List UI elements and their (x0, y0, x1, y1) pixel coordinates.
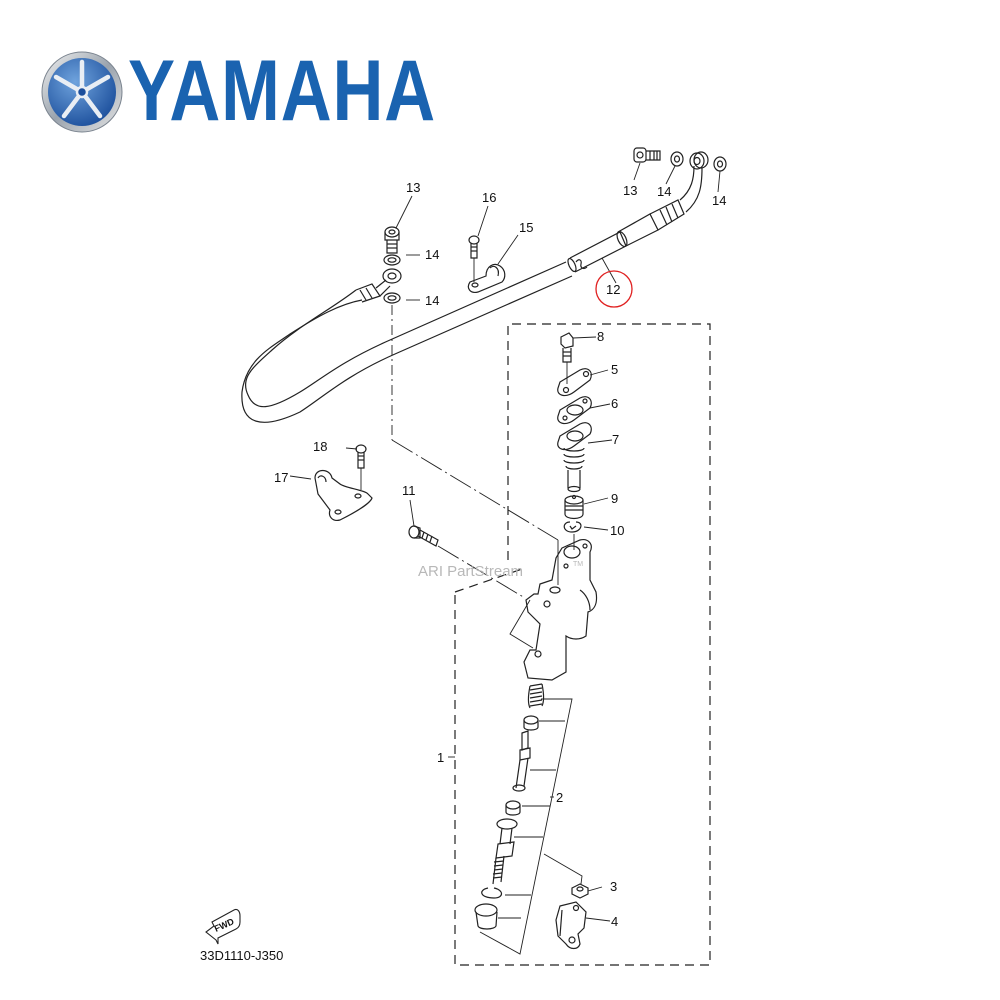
assembly-boundary (454, 323, 711, 966)
assembly-leader-lines (391, 305, 559, 649)
callout-6[interactable]: 6 (611, 396, 618, 411)
part-11-bolt[interactable] (408, 525, 439, 547)
fwd-arrow-icon: FWD (205, 908, 241, 945)
callout-9[interactable]: 9 (611, 491, 618, 506)
part-18-screw[interactable] (355, 444, 367, 490)
callout-12[interactable]: 12 (606, 282, 620, 297)
part-14-washer-right-a[interactable] (670, 151, 684, 167)
master-cylinder-body[interactable] (523, 539, 598, 681)
callout-18[interactable]: 18 (313, 439, 327, 454)
highlight-circle-12 (595, 270, 633, 308)
callout-5[interactable]: 5 (611, 362, 618, 377)
callout-13-left[interactable]: 13 (406, 180, 420, 195)
part-4-clevis[interactable] (555, 901, 587, 950)
callout-13-right[interactable]: 13 (623, 183, 637, 198)
part-13-banjo-bolt-right[interactable] (633, 147, 661, 163)
part-14-banjo-eye-right[interactable] (689, 151, 709, 170)
part-2-piston-kit[interactable] (474, 683, 545, 930)
kit-bracket-lines (479, 698, 583, 955)
watermark-tm: TM (573, 561, 583, 568)
callout-14-left-a[interactable]: 14 (425, 247, 439, 262)
hose-break-mark (575, 259, 588, 270)
part-14-banjo-eye-left[interactable] (382, 268, 402, 284)
callout-4[interactable]: 4 (611, 914, 618, 929)
part-15-hose-clamp[interactable] (467, 263, 506, 293)
part-12-brake-hose[interactable] (241, 165, 703, 423)
diagram-code: 33D1110-J350 (200, 948, 284, 963)
callout-14-left-b[interactable]: 14 (425, 293, 439, 308)
part-5-reservoir-cap[interactable] (557, 368, 592, 397)
callout-11[interactable]: 11 (402, 483, 416, 498)
part-14-washer-right-b[interactable] (713, 156, 727, 172)
callout-14-right-b[interactable]: 14 (712, 193, 726, 208)
part-17-clamp-bracket[interactable] (314, 469, 373, 521)
watermark: ARI PartStream (418, 563, 523, 580)
part-10-circlip[interactable] (563, 521, 582, 550)
callout-16[interactable]: 16 (482, 190, 496, 205)
callout-8[interactable]: 8 (597, 329, 604, 344)
callout-3[interactable]: 3 (610, 879, 617, 894)
part-13-banjo-bolt-left[interactable] (384, 226, 400, 254)
callout-15[interactable]: 15 (519, 220, 533, 235)
callout-1[interactable]: 1 (437, 750, 444, 765)
part-16-screw[interactable] (468, 235, 480, 282)
callout-leaders (289, 162, 721, 922)
callout-7[interactable]: 7 (612, 432, 619, 447)
part-6-diaphragm-plate[interactable] (557, 396, 592, 425)
part-9-reservoir-cup[interactable] (564, 494, 584, 520)
callout-17[interactable]: 17 (274, 470, 288, 485)
part-8-bolt[interactable] (560, 332, 574, 384)
yamaha-logo: YAMAHA (40, 46, 435, 136)
callout-2[interactable]: 2 (556, 790, 563, 805)
brand-name: YAMAHA (128, 43, 436, 139)
part-14-washer-left-a[interactable] (383, 254, 401, 266)
part-7-diaphragm[interactable] (557, 422, 592, 493)
callout-14-right-a[interactable]: 14 (657, 184, 671, 199)
callout-10[interactable]: 10 (610, 523, 624, 538)
part-14-washer-left-b[interactable] (383, 292, 401, 304)
tuning-fork-emblem-icon (41, 51, 123, 133)
part-3-nut[interactable] (571, 883, 589, 899)
